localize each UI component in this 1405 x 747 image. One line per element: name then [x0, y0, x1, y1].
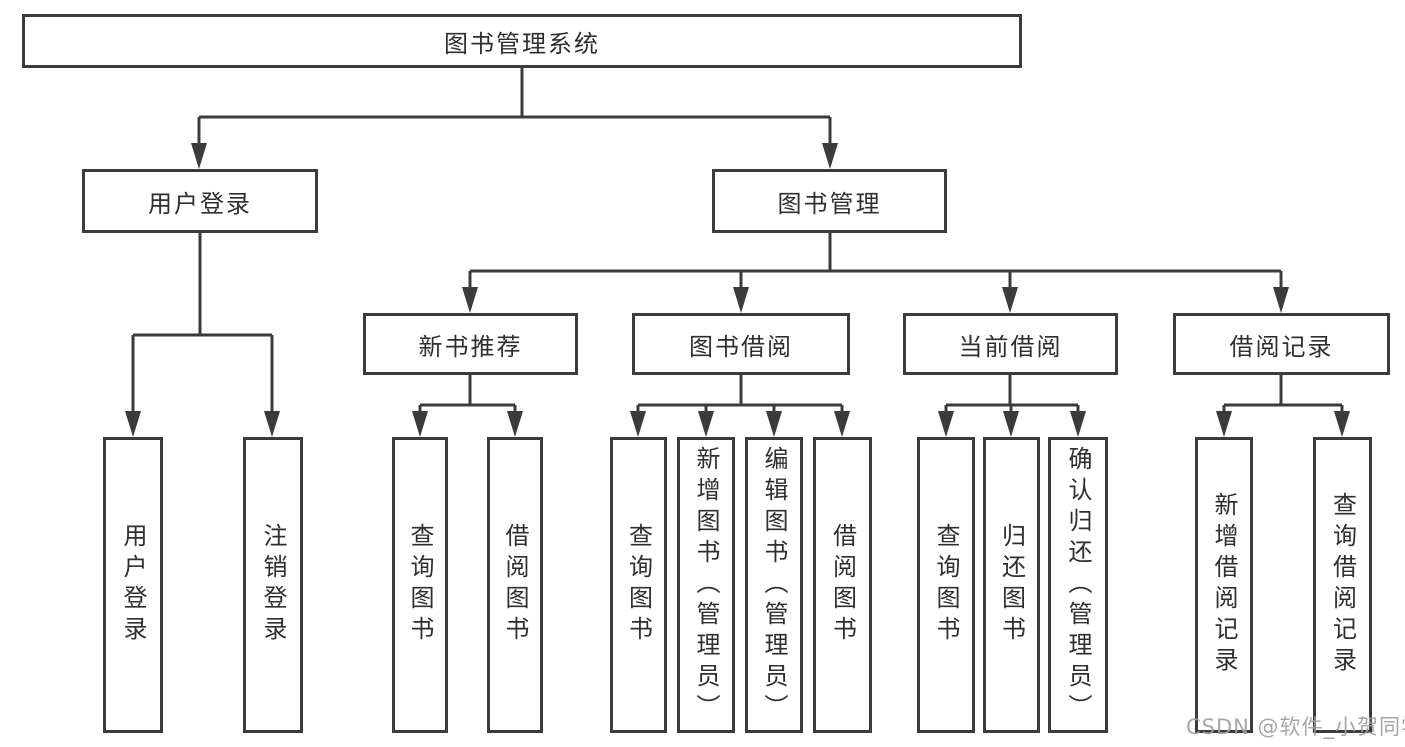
- node-query-borrow-record-label: 查询借阅记录: [1328, 492, 1357, 678]
- node-new-book-recommendation: 新书推荐: [363, 313, 578, 375]
- node-borrow-books-recommend-label: 借阅图书: [501, 523, 529, 647]
- node-query-borrow-record: 查询借阅记录: [1313, 437, 1372, 733]
- node-user-login-branch: 用户登录: [82, 169, 318, 233]
- node-add-book-admin-label: 新增图书（管理员）: [692, 445, 720, 725]
- node-add-borrow-record: 新增借阅记录: [1195, 437, 1253, 733]
- node-query-books-borrow: 查询图书: [610, 437, 667, 733]
- node-borrow-books: 借阅图书: [813, 437, 872, 733]
- node-query-books-recommend: 查询图书: [392, 437, 448, 733]
- node-edit-book-admin: 编辑图书（管理员）: [745, 437, 803, 733]
- node-current-borrowing: 当前借阅: [903, 313, 1118, 375]
- node-borrowing-records: 借阅记录: [1173, 313, 1390, 375]
- node-borrow-books-recommend: 借阅图书: [487, 437, 543, 733]
- node-user-login: 用户登录: [103, 437, 163, 733]
- node-logout-label: 注销登录: [259, 523, 287, 647]
- node-add-book-admin: 新增图书（管理员）: [677, 437, 735, 733]
- node-borrow-books-label: 借阅图书: [828, 523, 857, 647]
- node-add-borrow-record-label: 新增借阅记录: [1210, 492, 1238, 678]
- node-edit-book-admin-label: 编辑图书（管理员）: [760, 445, 788, 725]
- node-logout: 注销登录: [243, 437, 303, 733]
- node-query-books-current-label: 查询图书: [932, 523, 960, 647]
- node-library-management-system: 图书管理系统: [22, 14, 1022, 68]
- watermark-text: CSDN @软件_小贺同学: [1186, 715, 1405, 739]
- node-return-books-label: 归还图书: [997, 523, 1026, 647]
- node-query-books-current: 查询图书: [917, 437, 975, 733]
- node-user-login-label: 用户登录: [119, 523, 147, 647]
- node-confirm-return-admin: 确认归还（管理员）: [1048, 437, 1108, 733]
- node-return-books: 归还图书: [983, 437, 1040, 733]
- node-book-management-branch: 图书管理: [712, 169, 947, 233]
- node-query-books-recommend-label: 查询图书: [406, 523, 434, 647]
- node-book-borrowing: 图书借阅: [632, 313, 850, 375]
- node-confirm-return-admin-label: 确认归还（管理员）: [1064, 445, 1092, 725]
- node-query-books-borrow-label: 查询图书: [624, 523, 653, 647]
